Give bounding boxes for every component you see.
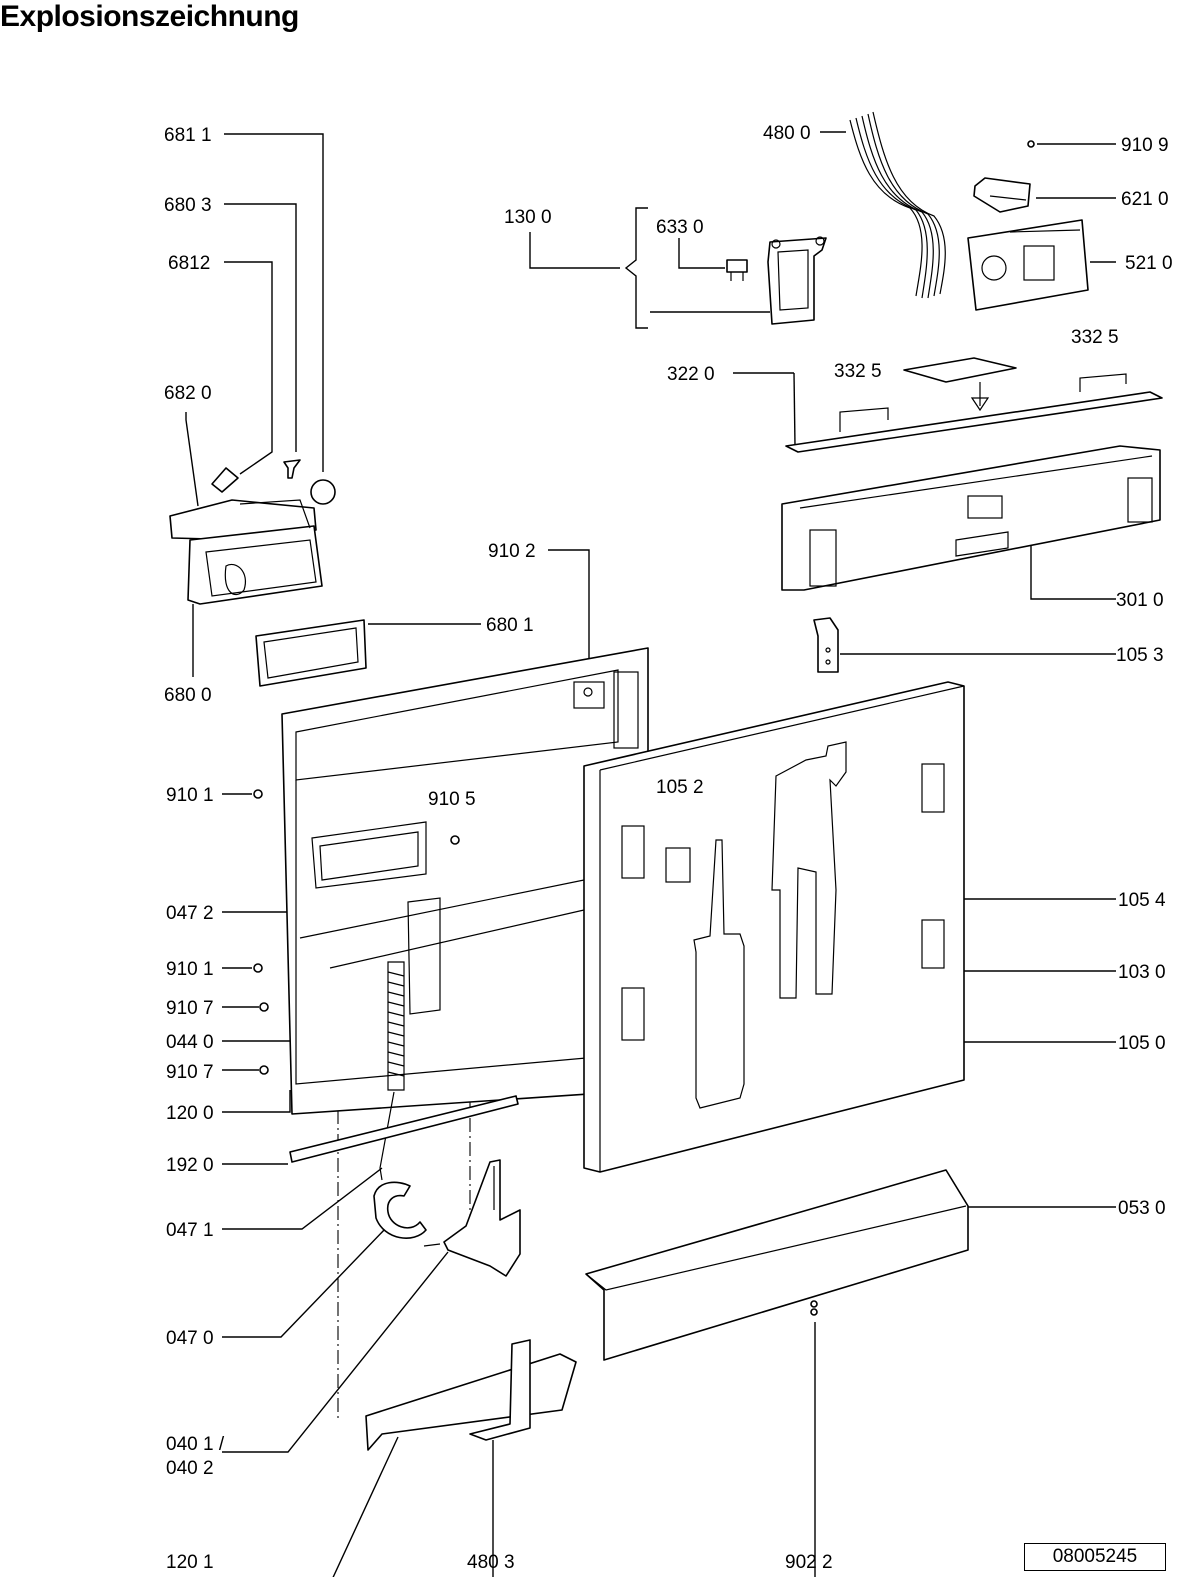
label-6801: 680 1 bbox=[486, 615, 534, 636]
label-9109: 910 9 bbox=[1121, 135, 1169, 156]
hinge-arm bbox=[443, 1159, 521, 1277]
label-1052: 105 2 bbox=[656, 777, 704, 798]
wiring-harness bbox=[849, 111, 946, 299]
switch-group-bracket bbox=[624, 207, 648, 329]
label-9107a: 910 7 bbox=[166, 998, 214, 1019]
label-1053: 105 3 bbox=[1116, 645, 1164, 666]
label-1201: 120 1 bbox=[166, 1552, 214, 1573]
label-3325a: 332 5 bbox=[1071, 327, 1119, 348]
label-9101b: 910 1 bbox=[166, 959, 214, 980]
label-4800: 480 0 bbox=[763, 123, 811, 144]
inner-door-panel bbox=[281, 647, 649, 1115]
label-0470: 047 0 bbox=[166, 1328, 214, 1349]
label-0472: 047 2 bbox=[166, 903, 214, 924]
label-0530: 053 0 bbox=[1118, 1198, 1166, 1219]
label-0440: 044 0 bbox=[166, 1032, 214, 1053]
label-3010: 301 0 bbox=[1116, 590, 1164, 611]
label-6820: 682 0 bbox=[164, 383, 212, 404]
microswitch bbox=[726, 259, 748, 281]
kickplate-upper bbox=[585, 1169, 969, 1361]
switch-holder bbox=[767, 236, 827, 325]
hinge-bracket bbox=[813, 617, 839, 673]
label-3325b: 332 5 bbox=[834, 361, 882, 382]
dispenser-gasket bbox=[255, 619, 367, 687]
control-panel-housing bbox=[781, 445, 1161, 591]
part-labels: 681 1 680 3 6812 682 0 680 0 680 1 130 0… bbox=[164, 123, 1173, 1573]
label-9101a: 910 1 bbox=[166, 785, 214, 806]
label-6330: 633 0 bbox=[656, 217, 704, 238]
screw-9109 bbox=[1027, 140, 1035, 148]
label-1300: 130 0 bbox=[504, 207, 552, 228]
page-title: Explosionszeichnung bbox=[0, 0, 299, 33]
dispenser-small-parts bbox=[211, 459, 336, 505]
label-9022: 902 2 bbox=[785, 1552, 833, 1573]
connector-block bbox=[973, 177, 1031, 213]
screws bbox=[253, 789, 460, 1075]
label-3220: 322 0 bbox=[667, 364, 715, 385]
label-1030: 103 0 bbox=[1118, 962, 1166, 983]
label-1920: 192 0 bbox=[166, 1155, 214, 1176]
kickplate-lower bbox=[365, 1339, 577, 1451]
drawing-number-box: 08005245 bbox=[1024, 1543, 1166, 1571]
label-1050: 105 0 bbox=[1118, 1033, 1166, 1054]
label-0471: 047 1 bbox=[166, 1220, 214, 1241]
label-5210: 521 0 bbox=[1125, 253, 1173, 274]
control-board bbox=[967, 219, 1089, 311]
outer-door-panel bbox=[583, 681, 965, 1173]
label-6210: 621 0 bbox=[1121, 189, 1169, 210]
label-9107b: 910 7 bbox=[166, 1062, 214, 1083]
label-1054: 105 4 bbox=[1118, 890, 1166, 911]
label-6800: 680 0 bbox=[164, 685, 212, 706]
label-9102: 910 2 bbox=[488, 541, 536, 562]
label-0402: 040 2 bbox=[166, 1458, 214, 1479]
control-panel-strip bbox=[785, 357, 1163, 453]
detergent-dispenser bbox=[169, 499, 323, 605]
glide-strip bbox=[289, 1095, 519, 1163]
label-0401: 040 1 / bbox=[166, 1434, 225, 1455]
label-6812: 6812 bbox=[168, 253, 210, 274]
label-6803: 680 3 bbox=[164, 195, 212, 216]
label-1200: 120 0 bbox=[166, 1103, 214, 1124]
door-spring bbox=[373, 961, 441, 1247]
label-9105: 910 5 bbox=[428, 789, 476, 810]
label-4803: 480 3 bbox=[467, 1552, 515, 1573]
label-6811: 681 1 bbox=[164, 125, 212, 146]
